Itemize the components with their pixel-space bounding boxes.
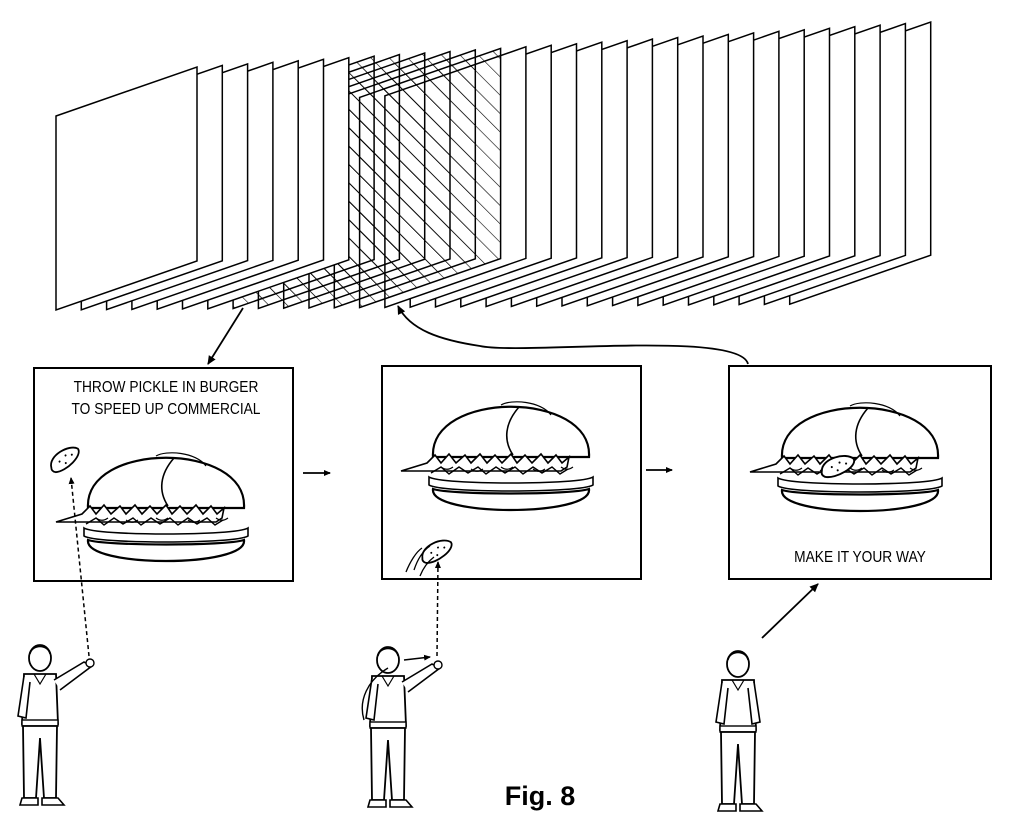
panel-1: THROW PICKLE IN BURGER TO SPEED UP COMME… — [33, 367, 294, 582]
figure-caption: Fig. 8 — [505, 781, 576, 811]
viewer-person-1 — [17, 644, 95, 806]
panel-1-text-line-1: THROW PICKLE IN BURGER — [74, 378, 259, 396]
gesture-path-1 — [68, 477, 90, 657]
panel-3-text: MAKE IT YOUR WAY — [794, 548, 926, 566]
video-frame-stack — [55, 20, 932, 312]
panel-3-gesture-arrow — [761, 583, 819, 639]
viewer-person-3 — [715, 650, 763, 812]
viewer-person-2 — [361, 646, 443, 808]
video-frame — [55, 65, 198, 312]
stack-to-panel-1-arrow — [207, 307, 244, 365]
panel-3-to-stack-arrow — [397, 305, 749, 365]
panel-3: MAKE IT YOUR WAY — [728, 365, 992, 580]
panel-2 — [381, 365, 642, 580]
throw-motion-arrow — [403, 654, 431, 661]
gesture-path-2 — [434, 561, 441, 657]
panel-1-text-line-2: TO SPEED UP COMMERCIAL — [72, 400, 261, 418]
